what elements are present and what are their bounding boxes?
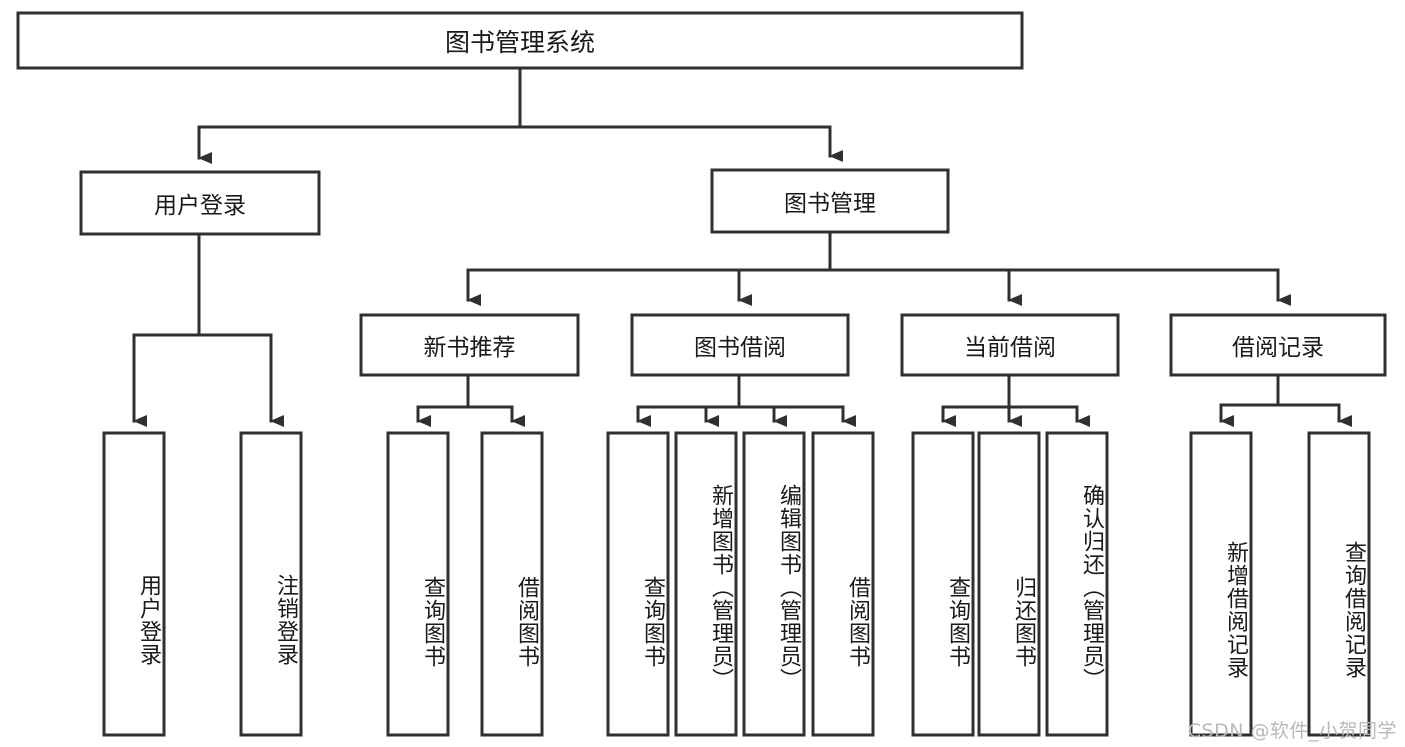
- node-leaf-query-book-2-box[interactable]: [606, 431, 670, 737]
- watermark-label: CSDN @软件_小贺同学: [1187, 720, 1397, 742]
- node-root-box[interactable]: [16, 11, 1024, 70]
- node-new-book-box[interactable]: [359, 313, 580, 377]
- node-leaf-query-book-1-box[interactable]: [386, 431, 450, 737]
- node-leaf-edit-book-box[interactable]: [742, 431, 806, 737]
- node-leaf-add-book-box[interactable]: [674, 431, 738, 737]
- node-leaf-query-record-box[interactable]: [1307, 431, 1371, 737]
- node-borrow-record-box[interactable]: [1169, 313, 1387, 377]
- node-user-login-box[interactable]: [79, 170, 321, 236]
- node-leaf-query-book-3-box[interactable]: [911, 431, 975, 737]
- node-leaf-user-login-box[interactable]: [102, 431, 166, 737]
- node-leaf-logout-box[interactable]: [239, 431, 303, 737]
- node-leaf-confirm-return-box[interactable]: [1045, 431, 1109, 737]
- node-current-borrow-box[interactable]: [900, 313, 1120, 377]
- node-book-manage-box[interactable]: [710, 168, 950, 234]
- node-leaf-add-record-box[interactable]: [1189, 431, 1253, 737]
- node-book-borrow-box[interactable]: [630, 313, 850, 377]
- node-leaf-borrow-book-2-box[interactable]: [811, 431, 875, 737]
- node-leaf-return-book-box[interactable]: [977, 431, 1041, 737]
- node-leaf-borrow-book-1-box[interactable]: [480, 431, 544, 737]
